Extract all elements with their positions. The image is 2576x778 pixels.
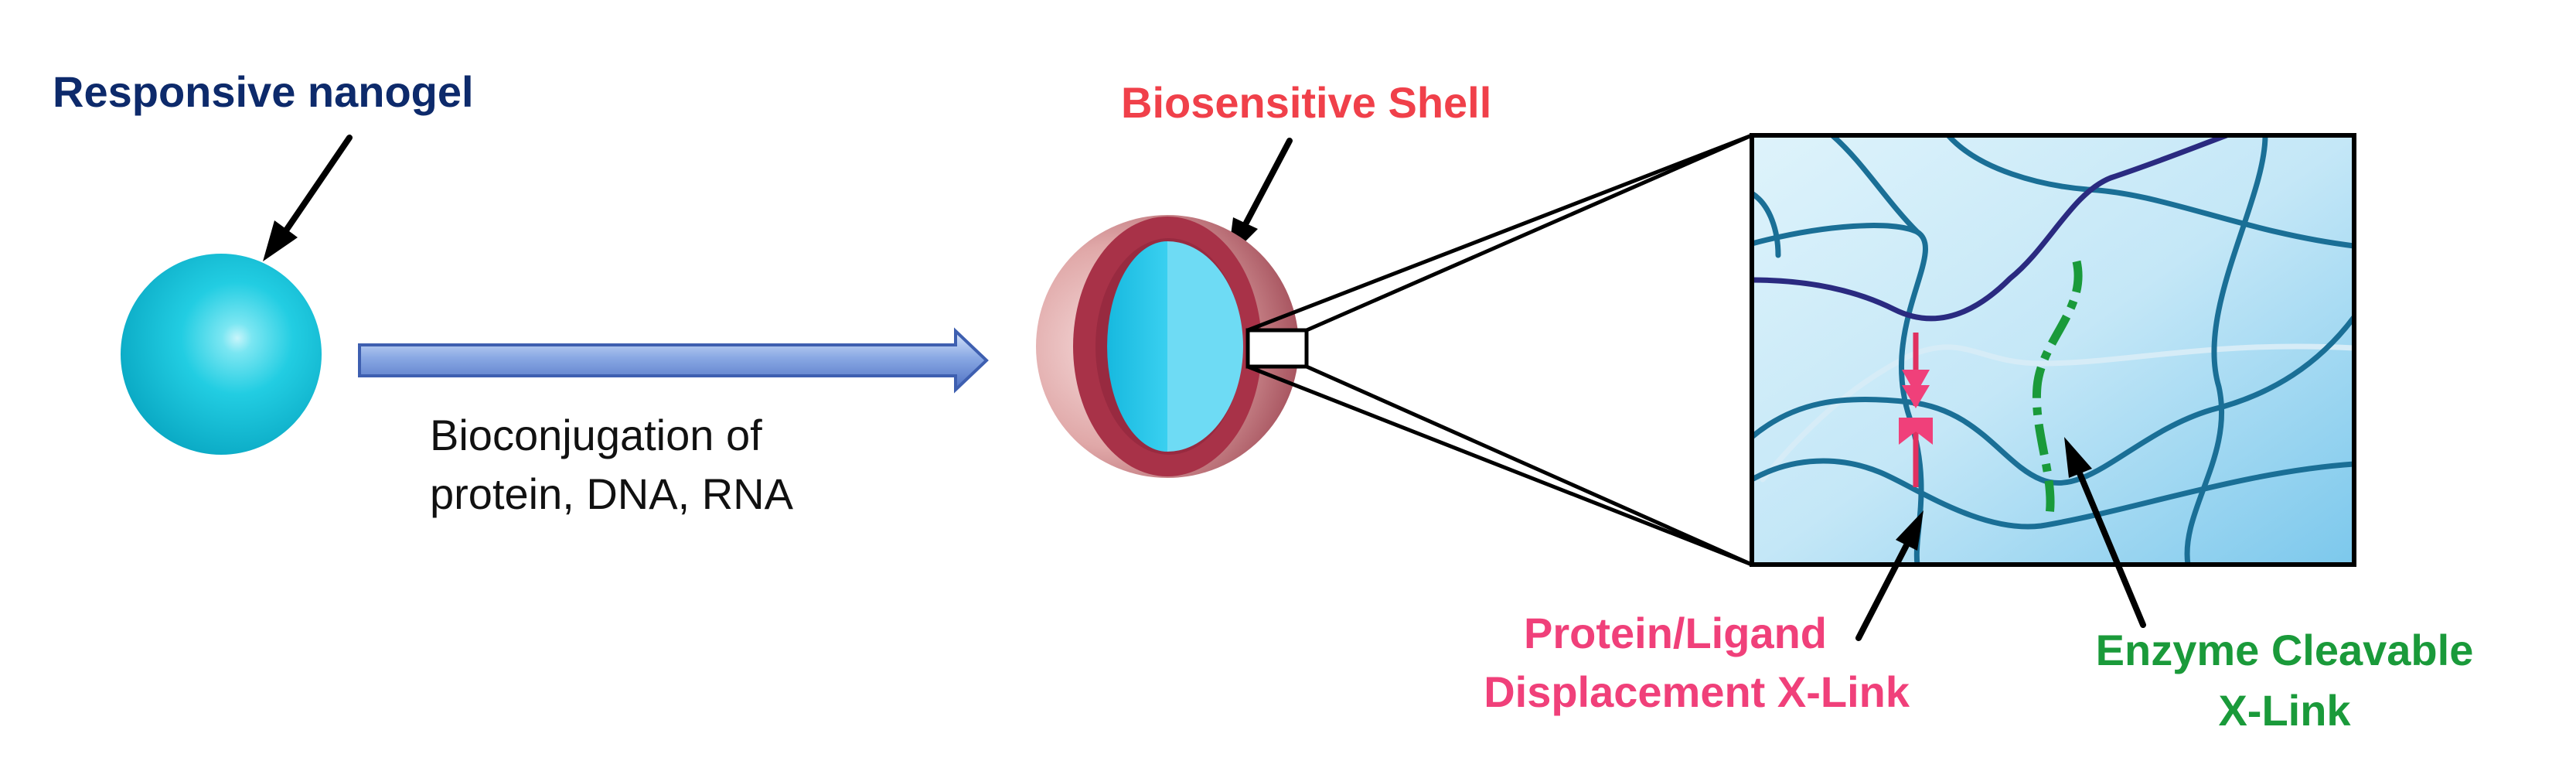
protein-label-line1: Protein/Ligand	[1524, 609, 1827, 657]
shell-particle	[1036, 215, 1299, 478]
nanogel-sphere	[121, 254, 322, 455]
zoom-projection-lines	[1247, 133, 1753, 567]
protein-pointer-arrow	[1855, 510, 1923, 641]
process-label-line1: Bioconjugation of	[430, 411, 762, 459]
process-label-line2: protein, DNA, RNA	[430, 469, 794, 518]
zoom-box	[1245, 328, 1309, 369]
protein-ligand-crosslink	[1899, 333, 1933, 487]
nanogel-label: Responsive nanogel	[53, 67, 474, 116]
network-panel	[1750, 133, 2356, 567]
nanogel-pointer-arrow	[263, 135, 353, 261]
enzyme-label-line1: Enzyme Cleavable	[2096, 626, 2474, 674]
protein-label-line2: Displacement X-Link	[1484, 667, 1910, 716]
enzyme-label-line2: X-Link	[2218, 686, 2351, 735]
shell-label: Biosensitive Shell	[1121, 78, 1491, 127]
enzyme-cleavable-crosslink	[2032, 260, 2083, 521]
process-arrow	[358, 327, 989, 394]
enzyme-pointer-arrow	[2064, 437, 2146, 628]
